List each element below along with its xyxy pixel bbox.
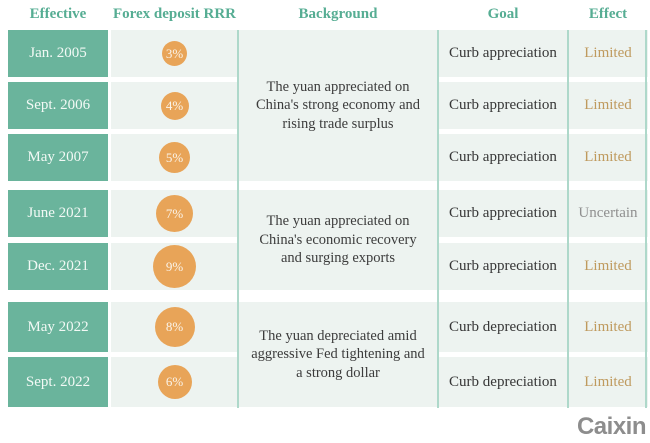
- goal-column: Curb appreciation Curb appreciation Curb…: [438, 30, 568, 181]
- rrr-cell: 9%: [111, 243, 238, 290]
- effect-cell-text: Limited: [568, 302, 648, 352]
- goal-cell: Curb appreciation: [438, 30, 568, 77]
- column-separator-line: [237, 30, 239, 408]
- rrr-bubble: 3%: [162, 41, 187, 66]
- rrr-column: 3% 4% 5%: [111, 30, 238, 181]
- rrr-cell: 5%: [111, 134, 238, 181]
- rrr-cell: 3%: [111, 30, 238, 77]
- date-cell: Dec. 2021: [8, 243, 108, 290]
- effect-cell-text: Limited: [568, 30, 648, 77]
- rrr-cell: 8%: [111, 302, 238, 352]
- column-header-goal: Goal: [487, 5, 519, 22]
- rrr-bubble: 5%: [159, 142, 190, 173]
- rrr-cell: 6%: [111, 357, 238, 407]
- dates-column: Jan. 2005 Sept. 2006 May 2007: [8, 30, 108, 181]
- column-separator-line: [567, 30, 569, 408]
- rrr-bubble: 6%: [157, 365, 192, 399]
- date-cell: June 2021: [8, 190, 108, 237]
- column-separator-line: [645, 30, 647, 408]
- rrr-column: 8% 6%: [111, 302, 238, 407]
- rrr-bubble: 8%: [154, 307, 195, 347]
- caixin-logo: Caixin: [576, 413, 647, 440]
- effect-column: Limited Limited Limited: [568, 30, 648, 181]
- column-header-effect: Effect: [588, 5, 628, 22]
- table-group-2005-2007: Jan. 2005 Sept. 2006 May 2007 3% 4% 5% T…: [8, 30, 648, 181]
- date-cell: Jan. 2005: [8, 30, 108, 77]
- column-header-effective: Effective: [29, 5, 87, 22]
- date-cell: May 2022: [8, 302, 108, 352]
- goal-cell: Curb depreciation: [438, 302, 568, 352]
- goal-column: Curb appreciation Curb appreciation: [438, 190, 568, 290]
- goal-cell: Curb appreciation: [438, 243, 568, 290]
- rrr-bubble: 4%: [160, 91, 189, 120]
- goal-cell: Curb appreciation: [438, 82, 568, 129]
- effect-cell-text: Limited: [568, 134, 648, 181]
- column-separator-line: [437, 30, 439, 408]
- effect-cell-text: Limited: [568, 243, 648, 290]
- table-body: Jan. 2005 Sept. 2006 May 2007 3% 4% 5% T…: [8, 30, 648, 410]
- rrr-column: 7% 9%: [111, 190, 238, 290]
- table-header-row: Effective Forex deposit RRR Background G…: [8, 0, 648, 28]
- effect-cell-text: Limited: [568, 82, 648, 129]
- effect-column: Uncertain Limited: [568, 190, 648, 290]
- goal-cell: Curb depreciation: [438, 357, 568, 407]
- rrr-cell: 4%: [111, 82, 238, 129]
- goal-cell: Curb appreciation: [438, 190, 568, 237]
- goal-column: Curb depreciation Curb depreciation: [438, 302, 568, 407]
- background-cell: The yuan appreciated on China's strong e…: [238, 30, 438, 181]
- dates-column: June 2021 Dec. 2021: [8, 190, 108, 290]
- rrr-cell: 7%: [111, 190, 238, 237]
- goal-cell: Curb appreciation: [438, 134, 568, 181]
- rrr-bubble: 7%: [156, 195, 193, 232]
- table-group-2021: June 2021 Dec. 2021 7% 9% The yuan appre…: [8, 190, 648, 290]
- column-header-forex-deposit-rrr: Forex deposit RRR: [112, 5, 237, 22]
- date-cell: Sept. 2022: [8, 357, 108, 407]
- background-cell: The yuan appreciated on China's economic…: [238, 190, 438, 290]
- effect-column: Limited Limited: [568, 302, 648, 407]
- table-group-2022: May 2022 Sept. 2022 8% 6% The yuan depre…: [8, 302, 648, 407]
- rrr-bubble: 9%: [153, 245, 196, 288]
- effect-cell-text: Uncertain: [568, 190, 648, 237]
- background-cell: The yuan depreciated amid aggressive Fed…: [238, 302, 438, 407]
- effect-cell-text: Limited: [568, 357, 648, 407]
- column-header-background: Background: [298, 5, 378, 22]
- date-cell: May 2007: [8, 134, 108, 181]
- date-cell: Sept. 2006: [8, 82, 108, 129]
- dates-column: May 2022 Sept. 2022: [8, 302, 108, 407]
- footer: Caixin: [446, 412, 647, 442]
